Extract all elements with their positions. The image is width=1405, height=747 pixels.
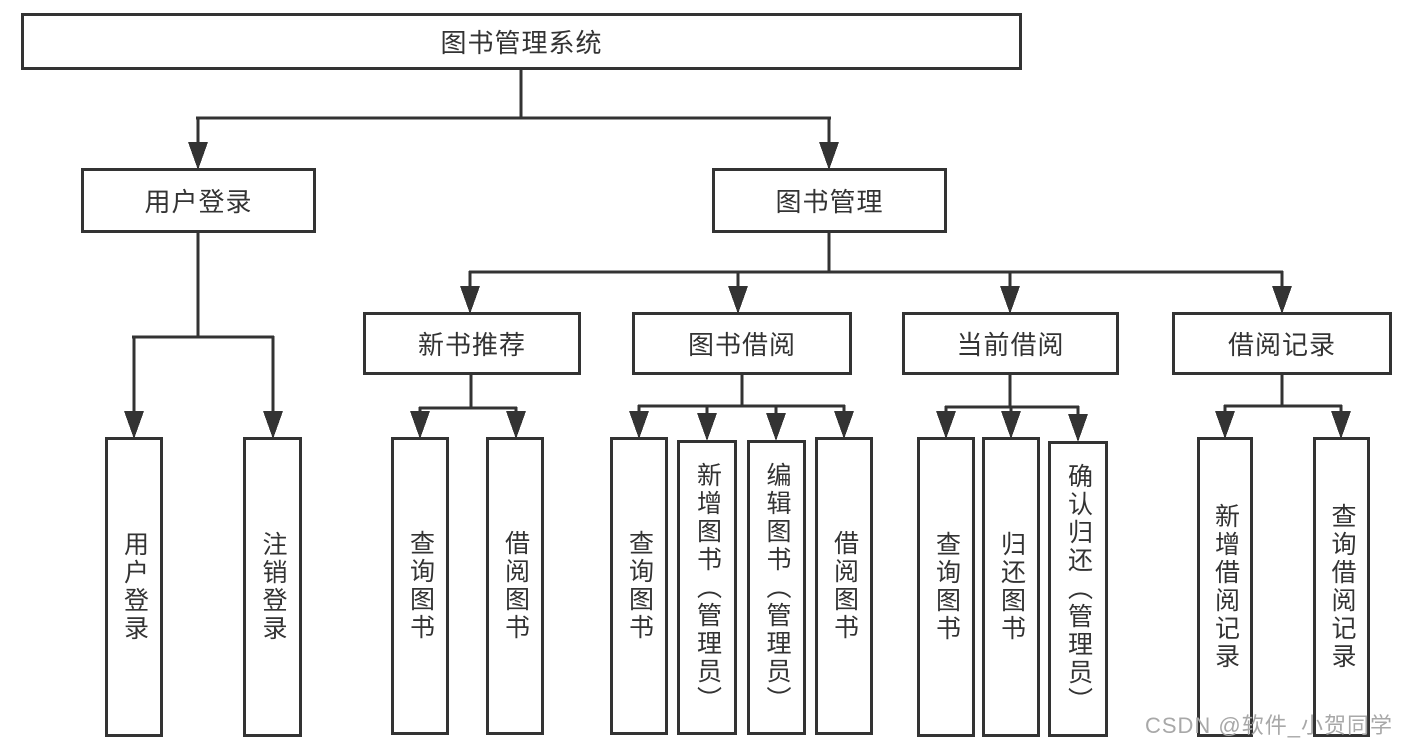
node-book-borrow: 图书借阅	[632, 312, 852, 375]
connector-current-borrow	[936, 375, 1088, 442]
node-nbr-borrow-book: 借阅图书	[486, 437, 544, 735]
node-book-management: 图书管理	[712, 168, 947, 233]
node-label: 查询图书	[932, 531, 961, 643]
node-label: 新增图书（管理员）	[693, 461, 722, 714]
node-label: 查询图书	[625, 530, 654, 642]
connector-book-borrow	[629, 375, 854, 441]
node-label: 用户登录	[144, 187, 253, 217]
node-label: 借阅记录	[1227, 330, 1336, 360]
node-br-add-record: 新增借阅记录	[1197, 437, 1253, 737]
node-logout-action: 注销登录	[243, 437, 302, 737]
node-label: 查询图书	[406, 530, 435, 642]
node-cb-query-book: 查询图书	[917, 437, 975, 737]
connector-borrow-records	[1215, 375, 1351, 439]
node-label: 图书管理系统	[440, 28, 603, 58]
node-label: 新增借阅记录	[1211, 503, 1240, 671]
node-bb-query-book: 查询图书	[610, 437, 668, 735]
node-bb-add-book: 新增图书（管理员）	[677, 440, 737, 735]
node-label: 确认归还（管理员）	[1064, 463, 1093, 715]
node-cb-return-book: 归还图书	[982, 437, 1040, 737]
node-br-query-record: 查询借阅记录	[1313, 437, 1370, 737]
node-label: 归还图书	[997, 531, 1026, 643]
node-label: 新书推荐	[417, 330, 526, 360]
node-cb-confirm-return: 确认归还（管理员）	[1048, 441, 1108, 737]
node-label: 编辑图书（管理员）	[763, 461, 791, 714]
node-bb-borrow-book: 借阅图书	[815, 437, 873, 735]
csdn-watermark: CSDN @软件_小贺同学	[1144, 713, 1393, 738]
node-label: 用户登录	[120, 531, 149, 643]
node-current-borrow: 当前借阅	[902, 312, 1119, 375]
node-label: 注销登录	[259, 531, 287, 643]
node-label: 借阅图书	[501, 530, 530, 642]
node-bb-edit-book: 编辑图书（管理员）	[747, 440, 806, 735]
node-label: 当前借阅	[956, 330, 1065, 360]
connector-book-management	[460, 233, 1292, 314]
node-borrow-records: 借阅记录	[1172, 312, 1392, 375]
node-nbr-query-book: 查询图书	[391, 437, 449, 735]
connector-root	[188, 69, 839, 170]
node-label: 借阅图书	[830, 530, 859, 642]
node-new-book-recommend: 新书推荐	[363, 312, 581, 375]
node-library-management-system: 图书管理系统	[21, 13, 1022, 70]
node-label: 查询借阅记录	[1328, 503, 1356, 671]
connector-new-book-recommend	[410, 375, 526, 439]
node-label: 图书管理	[775, 187, 884, 217]
node-user-login: 用户登录	[81, 168, 316, 233]
node-label: 图书借阅	[687, 330, 796, 360]
connector-user-login	[124, 233, 283, 439]
node-user-login-action: 用户登录	[105, 437, 163, 737]
